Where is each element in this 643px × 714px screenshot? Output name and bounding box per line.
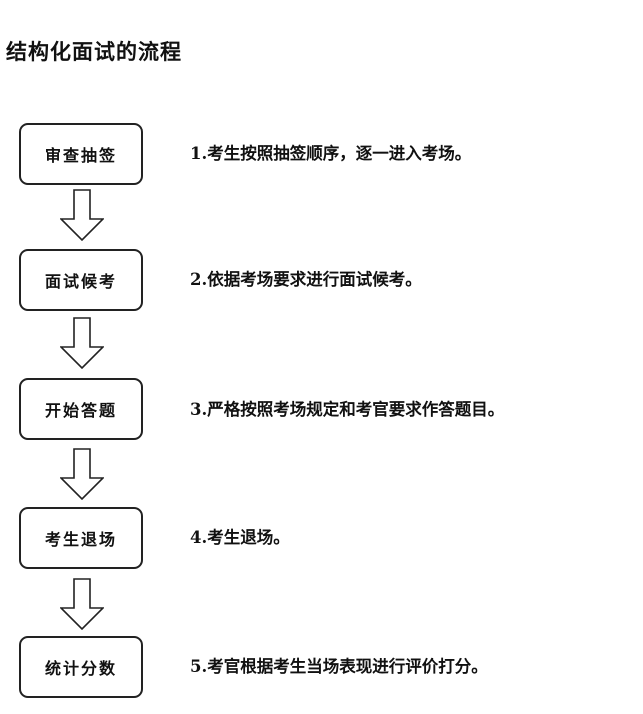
down-arrow-icon — [60, 189, 104, 241]
diagram-title: 结构化面试的流程 — [6, 40, 182, 64]
down-arrow-icon — [60, 448, 104, 500]
step-box-2: 面试候考 — [19, 249, 143, 311]
step-description-1: 1.考生按照抽签顺序，逐一进入考场。 — [190, 144, 472, 163]
step-box-4: 考生退场 — [19, 507, 143, 569]
step-box-1: 审查抽签 — [19, 123, 143, 185]
down-arrow-icon — [60, 578, 104, 630]
down-arrow-icon — [60, 317, 104, 369]
step-description-4: 4.考生退场。 — [190, 528, 290, 547]
step-description-2: 2.依据考场要求进行面试候考。 — [190, 270, 422, 289]
step-description-5: 5.考官根据考生当场表现进行评价打分。 — [190, 657, 488, 676]
step-description-3: 3.严格按照考场规定和考官要求作答题目。 — [190, 400, 505, 419]
step-box-5: 统计分数 — [19, 636, 143, 698]
step-box-3: 开始答题 — [19, 378, 143, 440]
